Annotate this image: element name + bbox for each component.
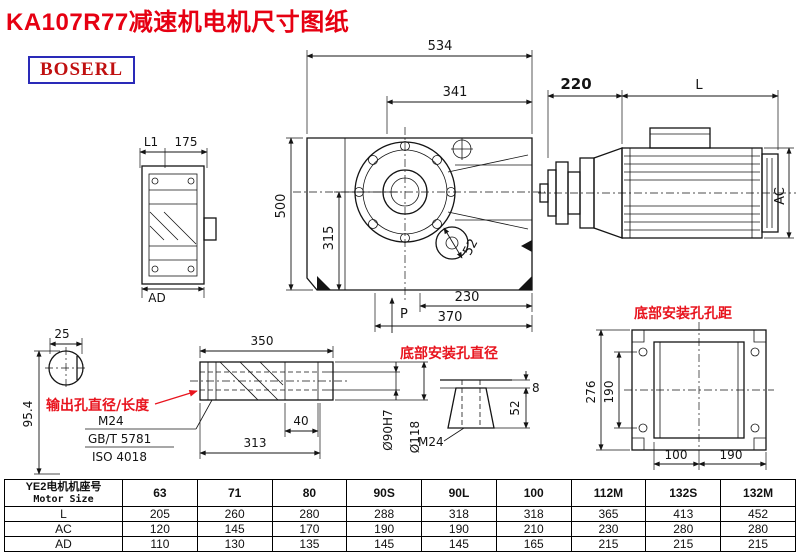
table-cell: 280 bbox=[720, 521, 796, 537]
table-cell: 230 bbox=[570, 521, 647, 537]
section-mark bbox=[317, 276, 331, 290]
bottom-mounting-view: 底部安装孔孔距 276 190 bbox=[584, 305, 774, 470]
dim-341: 341 bbox=[443, 85, 468, 100]
boserl-logo: BOSERL bbox=[28, 56, 136, 84]
table-cell: 190 bbox=[421, 521, 497, 537]
table-cell: 280 bbox=[271, 506, 348, 522]
table-row-AD: AD 110 130 135 145 145 165 215 215 215 bbox=[4, 536, 796, 552]
label-bottom-hole-pitch: 底部安装孔孔距 bbox=[634, 305, 732, 322]
dim-52: 52 bbox=[460, 237, 481, 259]
table-cell: 318 bbox=[495, 506, 572, 522]
header-en: Motor Size bbox=[33, 493, 94, 505]
label-m24-hole: M24 bbox=[418, 435, 444, 449]
main-front-view: 534 341 500 315 52 230 3 bbox=[274, 39, 545, 333]
dim-95-4: 95.4 bbox=[21, 401, 35, 428]
dim-d118: Ø118 bbox=[408, 421, 422, 453]
header-cn: YE2电机机座号 bbox=[25, 480, 102, 493]
dim-350: 350 bbox=[251, 334, 274, 348]
table-cell: 100 bbox=[495, 479, 572, 507]
dim-190-vertical: 190 bbox=[602, 381, 616, 404]
table-cell: 215 bbox=[570, 536, 647, 552]
table-cell: 80 bbox=[271, 479, 348, 507]
table-row-AC: AC 120 145 170 190 190 210 230 280 280 bbox=[4, 521, 796, 537]
section-mark bbox=[521, 240, 532, 252]
motor-side-view: 220 L AC bbox=[538, 75, 796, 239]
table-cell: 120 bbox=[122, 521, 198, 537]
dim-500: 500 bbox=[274, 194, 289, 219]
dim-8: 8 bbox=[532, 381, 540, 395]
table-cell: 318 bbox=[421, 506, 497, 522]
output-shaft-view: 350 输出孔直径/长度 M24 GB/T 5781 ISO 4018 bbox=[46, 334, 428, 464]
gearbox-side-view: L1 175 AD bbox=[139, 135, 217, 305]
table-cell: 215 bbox=[720, 536, 796, 552]
dim-AD: AD bbox=[148, 291, 165, 305]
dim-370: 370 bbox=[438, 310, 463, 325]
dim-40: 40 bbox=[293, 414, 308, 428]
label-p: P bbox=[400, 307, 408, 322]
table-cell: 452 bbox=[720, 506, 796, 522]
row-label: AC bbox=[4, 521, 123, 537]
label-bottom-hole-dia: 底部安装孔直径 bbox=[400, 345, 498, 362]
table-cell: 63 bbox=[122, 479, 198, 507]
table-cell: 190 bbox=[346, 521, 423, 537]
table-row-L: L 205 260 280 288 318 318 365 413 452 bbox=[4, 506, 796, 522]
row-label: AD bbox=[4, 536, 123, 552]
row-label: L bbox=[4, 506, 123, 522]
table-cell: 71 bbox=[196, 479, 273, 507]
dim-52-hole: 52 bbox=[508, 400, 522, 415]
table-header-row: YE2电机机座号 Motor Size 63 71 80 90S 90L 100… bbox=[4, 479, 796, 507]
table-cell: 170 bbox=[271, 521, 348, 537]
table-cell: 210 bbox=[495, 521, 572, 537]
dim-AC: AC bbox=[773, 187, 788, 205]
table-cell: 110 bbox=[122, 536, 198, 552]
table-cell: 215 bbox=[645, 536, 722, 552]
table-cell: 165 bbox=[495, 536, 572, 552]
table-cell: 413 bbox=[645, 506, 722, 522]
table-cell: 145 bbox=[421, 536, 497, 552]
dim-315: 315 bbox=[322, 226, 337, 251]
dim-276: 276 bbox=[584, 381, 598, 404]
dim-313: 313 bbox=[244, 436, 267, 450]
table-header-motor-size: YE2电机机座号 Motor Size bbox=[4, 479, 123, 507]
label-m24-shaft: M24 bbox=[98, 414, 124, 428]
label-output-hole: 输出孔直径/长度 bbox=[46, 397, 150, 414]
dim-230: 230 bbox=[455, 290, 480, 305]
motor-size-table: YE2电机机座号 Motor Size 63 71 80 90S 90L 100… bbox=[4, 479, 796, 552]
dim-d90h7: Ø90H7 bbox=[381, 409, 395, 450]
table-cell: 260 bbox=[196, 506, 273, 522]
table-cell: 112M bbox=[570, 479, 647, 507]
table-cell: 90S bbox=[346, 479, 423, 507]
dim-220: 220 bbox=[560, 75, 591, 93]
shaft-cross-section: 25 95.4 bbox=[21, 327, 88, 475]
table-cell: 280 bbox=[645, 521, 722, 537]
table-cell: 132M bbox=[720, 479, 796, 507]
section-mark bbox=[518, 276, 532, 290]
dim-L: L bbox=[695, 78, 703, 93]
dim-190-horizontal: 190 bbox=[720, 448, 743, 462]
table-cell: 135 bbox=[271, 536, 348, 552]
page-title: KA107R77减速机电机尺寸图纸 bbox=[6, 9, 350, 36]
dim-25: 25 bbox=[54, 327, 69, 341]
table-cell: 145 bbox=[196, 521, 273, 537]
dim-L1: L1 bbox=[144, 135, 158, 149]
table-cell: 205 bbox=[122, 506, 198, 522]
mounting-hole-detail: 底部安装孔直径 8 52 M24 bbox=[400, 345, 540, 449]
dim-175: 175 bbox=[175, 135, 198, 149]
table-cell: 288 bbox=[346, 506, 423, 522]
table-cell: 130 bbox=[196, 536, 273, 552]
table-cell: 145 bbox=[346, 536, 423, 552]
dim-534: 534 bbox=[428, 39, 453, 54]
table-cell: 90L bbox=[421, 479, 497, 507]
label-gbt-5781: GB/T 5781 bbox=[88, 432, 151, 446]
dim-100: 100 bbox=[665, 448, 688, 462]
label-iso-4018: ISO 4018 bbox=[92, 450, 147, 464]
table-cell: 365 bbox=[570, 506, 647, 522]
table-cell: 132S bbox=[645, 479, 722, 507]
